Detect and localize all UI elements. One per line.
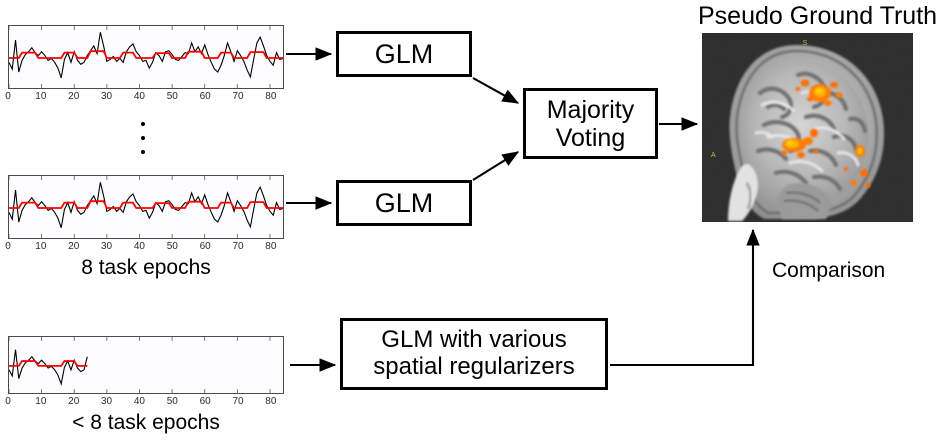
arrow-glm-top-to-voting [472, 77, 520, 104]
axis-tick-label: 80 [265, 396, 277, 407]
plot-low-svg [9, 337, 271, 393]
axis-tick-label: 80 [265, 91, 277, 102]
axis-tick-label: 50 [166, 241, 178, 252]
axis-tick-label: 70 [232, 396, 244, 407]
axis-tick-label: 40 [133, 91, 145, 102]
orientation-marker-anterior: A [711, 152, 716, 159]
ellipsis-dot [141, 136, 145, 140]
arrow-glm-bottom-to-voting [472, 151, 520, 181]
axis-tick-label: 10 [35, 241, 47, 252]
plot-mid-svg [9, 176, 283, 238]
plot-top-axis-labels: 0 10 20 30 40 50 60 70 80 [5, 91, 284, 105]
box-glm-spatial-regularizers[interactable]: GLM with various spatial regularizers [340, 318, 608, 390]
box-majority-voting[interactable]: Majority Voting [523, 88, 658, 159]
axis-tick-label: 10 [35, 396, 47, 407]
axis-tick-label: 70 [232, 241, 244, 252]
axis-tick-label: 60 [199, 396, 211, 407]
caption-less-than-8-task-epochs: < 8 task epochs [72, 411, 220, 434]
box-glm-top[interactable]: GLM [336, 31, 472, 77]
axis-tick-label: 60 [199, 91, 211, 102]
axis-tick-label: 40 [133, 241, 145, 252]
repetition-ellipsis [140, 122, 146, 154]
ellipsis-dot [141, 150, 145, 154]
axis-tick-label: 20 [68, 91, 80, 102]
comparison-label: Comparison [772, 259, 886, 282]
axis-tick-label: 80 [265, 241, 277, 252]
box-glm-bottom[interactable]: GLM [336, 180, 472, 226]
axis-tick-label: 20 [68, 241, 80, 252]
axis-tick-label: 40 [133, 396, 145, 407]
plot-mid-axis-labels: 0 10 20 30 40 50 60 70 80 [5, 241, 284, 255]
axis-tick-label: 30 [101, 91, 113, 102]
ellipsis-dot [141, 122, 145, 126]
plot-low-axis-labels: 0 10 20 30 40 50 60 70 80 [5, 396, 284, 410]
axis-tick-label: 20 [68, 396, 80, 407]
arrow-regularizers-to-brain-comparison [610, 228, 760, 367]
timeseries-plot-top [8, 25, 284, 89]
timeseries-plot-partial [8, 336, 284, 394]
axis-tick-label: 30 [101, 396, 113, 407]
axis-tick-label: 0 [5, 91, 11, 102]
page-title: Pseudo Ground Truth [698, 2, 938, 30]
brain-mri-image: S A [702, 33, 913, 222]
axis-tick-label: 70 [232, 91, 244, 102]
axis-tick-label: 60 [199, 241, 211, 252]
axis-tick-label: 50 [166, 396, 178, 407]
axis-tick-label: 0 [5, 396, 11, 407]
orientation-marker-superior: S [803, 40, 808, 47]
axis-tick-label: 10 [35, 91, 47, 102]
caption-8-task-epochs: 8 task epochs [81, 256, 211, 279]
axis-tick-label: 30 [101, 241, 113, 252]
brain-mri-svg: S A [702, 33, 913, 222]
axis-tick-label: 0 [5, 241, 11, 252]
timeseries-plot-bottom [8, 175, 284, 239]
plot-top-svg [9, 26, 283, 88]
axis-tick-label: 50 [166, 91, 178, 102]
